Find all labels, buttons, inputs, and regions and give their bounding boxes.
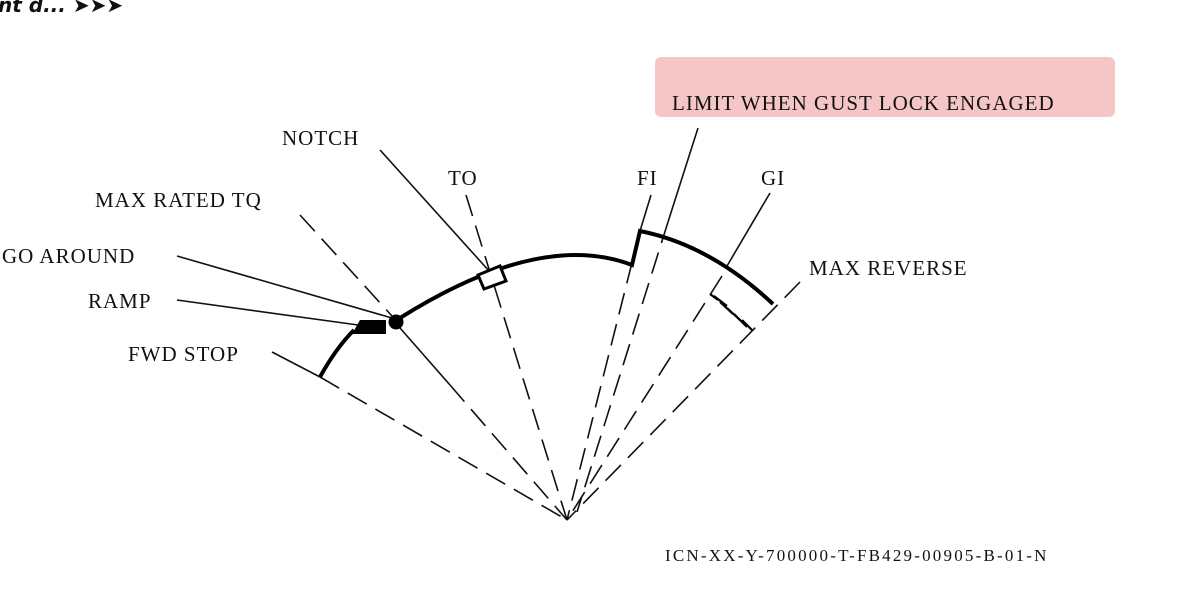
label-gust-lock: LIMIT WHEN GUST LOCK ENGAGED bbox=[672, 91, 1055, 115]
label-fi: FI bbox=[637, 166, 658, 190]
go-around-leader bbox=[176, 255, 393, 319]
notch-leader bbox=[379, 149, 491, 273]
label-max-rated-tq: MAX RATED TQ bbox=[95, 188, 262, 212]
to-radial bbox=[465, 194, 568, 521]
label-to: TO bbox=[448, 166, 478, 190]
fwd-stop-radial bbox=[319, 376, 568, 521]
fwd-stop-leader bbox=[271, 351, 321, 378]
reverse-hatch bbox=[709, 293, 753, 331]
gust-lock-leader bbox=[667, 127, 699, 223]
label-notch: NOTCH bbox=[282, 126, 359, 150]
lever-quadrant bbox=[318, 228, 775, 378]
main-arc bbox=[398, 228, 775, 320]
label-fwd-stop: FWD STOP bbox=[128, 342, 239, 366]
gust-lock-highlight bbox=[655, 57, 1115, 117]
go-around-dot bbox=[388, 314, 404, 330]
notch-mark bbox=[476, 264, 508, 291]
max-reverse-radial bbox=[566, 281, 801, 521]
label-max-reverse: MAX REVERSE bbox=[809, 256, 968, 280]
label-ramp: RAMP bbox=[88, 289, 152, 313]
ramp-leader bbox=[176, 299, 359, 326]
go-around-radial-solid bbox=[399, 327, 451, 386]
ramp-block bbox=[352, 320, 386, 334]
continuation-text: nt d... ➤➤➤ bbox=[0, 0, 123, 17]
fwd-arc bbox=[318, 328, 356, 378]
gi-leader bbox=[726, 192, 771, 267]
leader-lines bbox=[176, 127, 801, 521]
figure-id: ICN-XX-Y-700000-T-FB429-00905-B-01-N bbox=[665, 546, 1049, 565]
label-gi: GI bbox=[761, 166, 785, 190]
gust-lock-radial bbox=[576, 221, 669, 513]
label-go-around: GO AROUND bbox=[2, 244, 135, 268]
fi-leader bbox=[639, 194, 652, 232]
go-around-radial bbox=[449, 384, 568, 521]
fi-radial bbox=[566, 230, 641, 521]
gi-radial bbox=[566, 275, 723, 521]
max-rated-tq-leader bbox=[299, 214, 393, 317]
